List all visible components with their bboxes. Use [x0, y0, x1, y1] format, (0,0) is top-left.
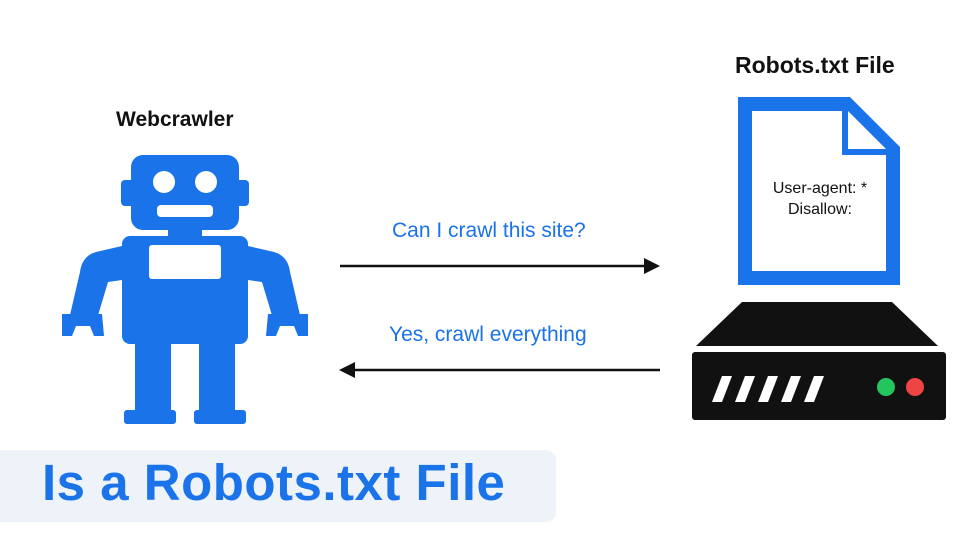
server-icon: [692, 302, 946, 420]
request-arrow: [340, 258, 660, 274]
status-led-red: [906, 378, 924, 396]
webcrawler-label: Webcrawler: [116, 108, 234, 131]
banner-title: Is a Robots.txt File: [42, 454, 506, 511]
response-message: Yes, crawl everything: [389, 323, 587, 346]
request-message: Can I crawl this site?: [392, 219, 586, 242]
response-arrow: [339, 362, 660, 378]
robot-icon: [62, 155, 308, 424]
document-icon: [738, 97, 900, 285]
document-line: User-agent: *: [772, 180, 868, 197]
server-vents: [712, 376, 824, 402]
robot-face: [149, 171, 221, 279]
status-led-green: [877, 378, 895, 396]
robots-file-label: Robots.txt File: [735, 52, 895, 78]
document-line: Disallow:: [787, 201, 852, 218]
title-banner: [0, 450, 556, 522]
